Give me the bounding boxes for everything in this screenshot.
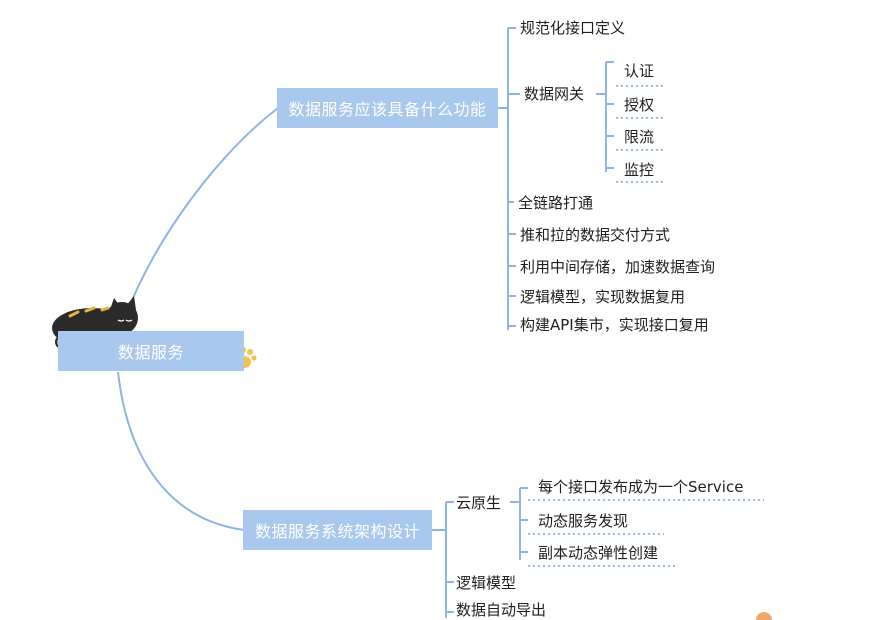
cloud-underlines — [528, 499, 764, 567]
bracket-gateway — [596, 61, 614, 172]
cloud-child: 动态服务发现 — [538, 512, 629, 530]
connector-root-bottom — [117, 371, 245, 531]
top-item: 构建API集市，实现接口复用 — [520, 316, 709, 334]
gateway-child: 授权 — [624, 96, 655, 114]
connector-root-top — [117, 107, 279, 341]
bracket-cloud — [510, 487, 528, 560]
bottom-item: 数据自动导出 — [456, 601, 547, 619]
bottom-item: 逻辑模型 — [456, 574, 517, 592]
gateway-underlines — [616, 85, 664, 183]
top-item: 逻辑模型，实现数据复用 — [520, 288, 686, 306]
bracket-top — [498, 27, 520, 330]
top-item: 规范化接口定义 — [520, 19, 626, 37]
top-item: 利用中间存储，加速数据查询 — [520, 258, 716, 276]
branch-top-label: 数据服务应该具备什么功能 — [288, 100, 487, 119]
bracket-bottom — [432, 501, 454, 618]
gateway-child: 限流 — [624, 128, 655, 146]
corner-dot — [756, 612, 772, 620]
gateway-child: 认证 — [624, 62, 655, 80]
cloud-child: 副本动态弹性创建 — [538, 544, 659, 562]
branch-bottom-node: 数据服务系统架构设计 — [243, 510, 432, 550]
top-item: 数据网关 — [524, 85, 585, 103]
gateway-child: 监控 — [624, 161, 655, 179]
top-item: 全链路打通 — [518, 194, 594, 212]
top-item: 推和拉的数据交付方式 — [520, 226, 671, 244]
root-node: 数据服务 — [58, 331, 244, 371]
cloud-child: 每个接口发布成为一个Service — [538, 478, 744, 496]
branch-top-node: 数据服务应该具备什么功能 — [277, 88, 498, 128]
bottom-item: 云原生 — [456, 494, 502, 512]
root-label: 数据服务 — [117, 343, 184, 362]
branch-bottom-label: 数据服务系统架构设计 — [254, 522, 420, 541]
